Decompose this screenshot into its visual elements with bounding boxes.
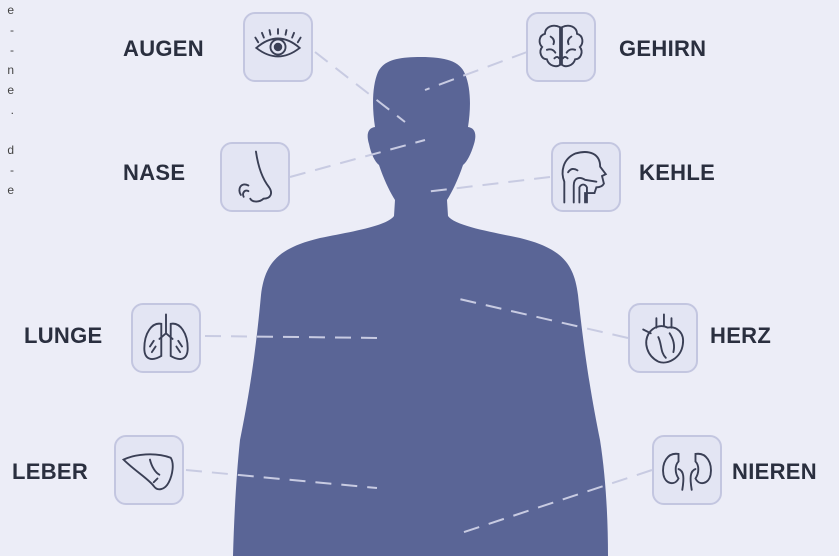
liver-icon <box>116 437 182 503</box>
label-lunge: LUNGE <box>24 323 103 349</box>
kidneys-icon <box>654 437 720 503</box>
liver-icon-tile <box>114 435 184 505</box>
nose-icon <box>222 144 288 210</box>
label-augen: AUGEN <box>123 36 204 62</box>
throat-icon-tile <box>551 142 621 212</box>
label-nase: NASE <box>123 160 185 186</box>
nose-icon-tile <box>220 142 290 212</box>
brain-icon-tile <box>526 12 596 82</box>
human-silhouette <box>233 57 608 556</box>
label-gehirn: GEHIRN <box>619 36 706 62</box>
brain-icon <box>528 14 594 80</box>
kidneys-icon-tile <box>652 435 722 505</box>
lungs-icon <box>133 305 199 371</box>
label-herz: HERZ <box>710 323 771 349</box>
lungs-icon-tile <box>131 303 201 373</box>
heart-icon-tile <box>628 303 698 373</box>
label-nieren: NIEREN <box>732 459 817 485</box>
throat-icon <box>553 144 619 210</box>
label-kehle: KEHLE <box>639 160 715 186</box>
heart-icon <box>630 305 696 371</box>
eye-icon <box>245 14 311 80</box>
eye-icon-tile <box>243 12 313 82</box>
label-leber: LEBER <box>12 459 88 485</box>
